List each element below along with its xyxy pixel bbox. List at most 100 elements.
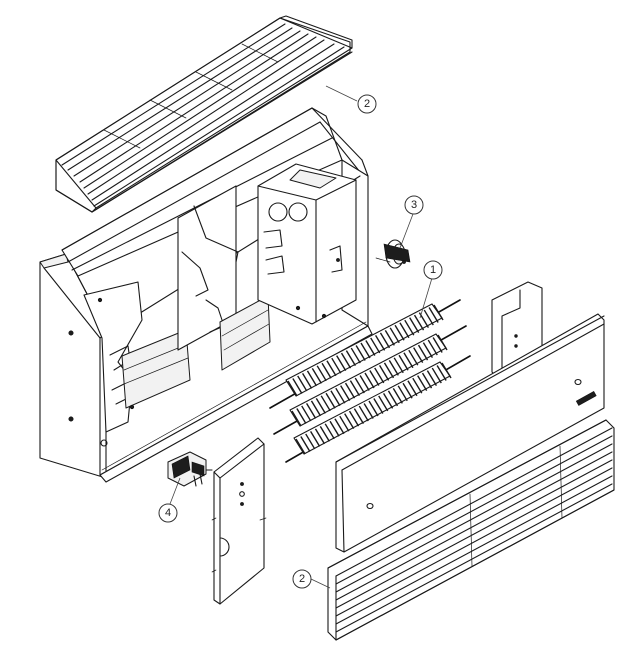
fin — [426, 370, 438, 386]
fin — [373, 398, 384, 414]
fin — [329, 420, 340, 437]
fin — [305, 403, 317, 419]
fin — [392, 387, 403, 404]
fin — [336, 355, 347, 372]
fin — [413, 347, 424, 364]
fin — [309, 431, 321, 447]
fin — [331, 357, 342, 374]
fin — [378, 365, 390, 381]
fin — [379, 332, 391, 349]
fin — [374, 335, 386, 351]
fin — [326, 360, 337, 377]
fin — [437, 334, 448, 351]
fin — [369, 370, 380, 386]
fin — [311, 367, 322, 384]
fin — [403, 352, 414, 369]
fin — [409, 317, 420, 334]
heating-fins — [287, 304, 452, 455]
fin — [413, 314, 425, 331]
fin — [340, 385, 351, 402]
callout-bubble — [158, 503, 178, 523]
fin — [300, 436, 311, 452]
callout-leaders — [169, 85, 433, 589]
fin — [325, 392, 336, 409]
fin — [350, 347, 361, 364]
fin — [296, 408, 307, 424]
fin — [344, 413, 355, 430]
fin — [358, 405, 369, 422]
fin — [387, 390, 399, 407]
fin — [353, 408, 365, 424]
fin — [432, 337, 443, 353]
fin — [315, 397, 326, 414]
callout-bubble — [404, 195, 424, 215]
fin — [349, 380, 361, 396]
fin — [427, 339, 438, 356]
fin — [297, 375, 308, 392]
fin — [354, 377, 365, 394]
fin — [339, 415, 350, 432]
fan-motor — [375, 239, 411, 269]
fin — [422, 342, 434, 358]
fin — [436, 365, 447, 381]
fin — [397, 385, 408, 402]
heating-element — [269, 299, 471, 463]
fin — [431, 367, 442, 384]
fin — [399, 322, 410, 339]
callout-2-bottom: 2 — [292, 569, 312, 589]
fin — [360, 342, 371, 359]
side-cover-plate — [211, 437, 267, 605]
fin — [321, 362, 332, 379]
callout-number: 2 — [364, 98, 370, 110]
fin — [412, 377, 423, 394]
fin — [310, 400, 322, 417]
fin — [382, 393, 394, 409]
fin — [348, 410, 360, 427]
callout-number: 1 — [430, 264, 436, 276]
callout-bubble — [423, 260, 443, 280]
fin — [364, 372, 375, 389]
fin — [389, 327, 400, 344]
fin — [433, 304, 444, 321]
fin — [330, 390, 341, 407]
fin — [428, 307, 439, 323]
fin — [355, 345, 366, 361]
fin — [393, 357, 404, 374]
top-grille — [55, 15, 353, 213]
fin — [292, 378, 303, 394]
callout-2-top: 2 — [357, 94, 377, 114]
fin — [407, 380, 418, 397]
fin — [319, 425, 330, 442]
fin — [340, 352, 352, 369]
fin — [316, 365, 327, 382]
callout-bubble — [292, 569, 312, 589]
fin — [394, 324, 405, 341]
callout-number: 4 — [165, 507, 171, 519]
callout-bubble — [357, 94, 377, 114]
fin — [314, 428, 326, 445]
fin — [368, 400, 379, 417]
fin — [365, 340, 376, 356]
fin — [383, 362, 395, 379]
bottom-grille — [327, 419, 615, 641]
fin — [291, 410, 302, 427]
fin — [335, 387, 346, 404]
callout-number: 3 — [411, 199, 417, 211]
fin — [378, 395, 389, 412]
fin — [408, 349, 419, 366]
fin — [398, 354, 409, 371]
thermostat — [167, 451, 213, 487]
fin — [301, 373, 313, 389]
fin — [388, 359, 399, 376]
fin — [306, 370, 318, 387]
fin — [345, 350, 357, 366]
fin — [295, 438, 306, 455]
fin — [441, 362, 452, 379]
fin — [305, 433, 316, 450]
fin — [359, 375, 370, 391]
callout-1: 1 — [423, 260, 443, 280]
callout-3: 3 — [404, 195, 424, 215]
fin — [320, 395, 331, 412]
